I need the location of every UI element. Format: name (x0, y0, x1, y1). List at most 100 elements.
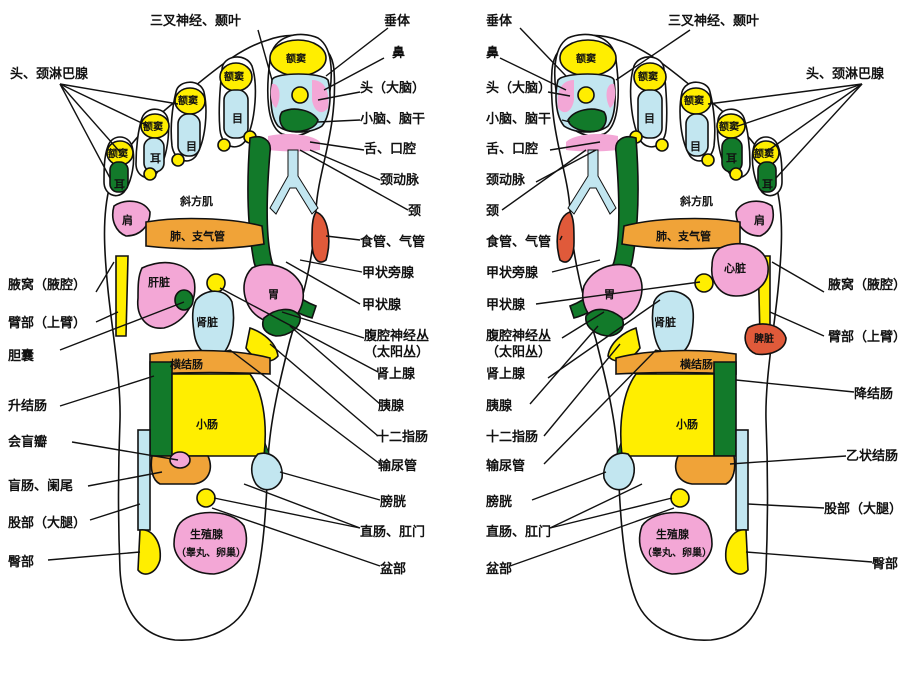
left-zone-ear: 耳 (150, 152, 161, 165)
left-zone-eye-2: 目 (186, 140, 197, 153)
right-ear-dot-b (729, 167, 743, 181)
left-toe2-stem (223, 89, 249, 139)
right-label-thyroid: 甲状腺 (486, 297, 526, 313)
left-label-solar: （太阳丛） (364, 344, 429, 360)
right-label-rectum: 直肠、肛门 (486, 524, 551, 540)
right-label-adrenal: 肾上腺 (486, 366, 526, 382)
left-label-duodenum: 十二指肠 (376, 429, 428, 445)
left-brain-pink-b (270, 83, 280, 108)
left-label-pituitary: 垂体 (384, 13, 411, 29)
right-foot: 额窦 额窦 额窦 额窦 额窦 目 目 耳 耳 斜方肌 肩 肺、支气管 心脏 胃 … (485, 13, 906, 641)
left-label-celiac: 腹腔神经丛 (364, 328, 429, 344)
right-trachea (567, 149, 617, 215)
right-label-cerebellum: 小脑、脑干 (486, 111, 551, 127)
left-label-armpit: 腋窝（腋腔） (8, 277, 86, 293)
left-zone-sinus: 额窦 (286, 52, 306, 65)
right-label-esophagus: 食管、气管 (486, 234, 551, 250)
right-zone-sinus-3: 额窦 (684, 94, 704, 107)
left-leader-lines (47, 27, 409, 567)
left-label-trigeminal: 三叉神经、颞叶 (150, 13, 241, 29)
left-neck-zone (268, 134, 320, 152)
left-ileocecal-dot (169, 451, 191, 469)
right-shoulder-zone (735, 200, 775, 237)
right-label-head-lymph: 头、颈淋巴腺 (806, 66, 885, 82)
left-zone-small-intestine: 小肠 (195, 417, 218, 431)
left-zone-trapezius: 斜方肌 (179, 194, 213, 208)
left-zone-sinus-4: 额窦 (143, 120, 163, 133)
right-zone-eye: 目 (644, 112, 655, 125)
right-zone-sinus-4: 额窦 (719, 120, 739, 133)
left-label-esophagus: 食管、气管 (360, 234, 425, 250)
right-label-pancreas: 胰腺 (486, 398, 513, 414)
right-eye-dot-b (655, 138, 669, 152)
right-zone-lung: 肺、支气管 (656, 229, 711, 243)
right-heart-zone (711, 242, 769, 297)
left-zone-liver: 肝脏 (148, 275, 170, 289)
right-lung-zone (621, 217, 741, 250)
right-descending-colon (713, 361, 737, 457)
left-brain-pink (312, 80, 329, 113)
left-cecum-zone (150, 455, 212, 485)
right-label-duodenum: 十二指肠 (486, 429, 538, 445)
right-label-parathyroid: 甲状旁腺 (486, 265, 539, 281)
left-liver-zone (137, 261, 196, 329)
right-rectum-dot (670, 488, 690, 508)
right-zone-heart: 心脏 (724, 261, 746, 275)
left-zone-reproductive: 生殖腺 (190, 527, 224, 541)
right-buttock-zone (724, 529, 749, 575)
left-zone-reproductive-sub: （睾丸、卵巢） (176, 546, 246, 559)
left-zone-stomach: 胃 (268, 288, 279, 301)
right-reproductive-zone (638, 511, 713, 575)
left-label-bladder: 膀胱 (379, 494, 406, 510)
right-label-bladder: 膀胱 (485, 494, 512, 510)
right-esophagus-zone (556, 211, 575, 263)
left-zone-sinus-3: 额窦 (178, 94, 198, 107)
left-label-thyroid: 甲状腺 (362, 297, 402, 313)
right-zone-reproductive-sub: （睾丸、卵巢） (642, 546, 712, 559)
left-zone-eye: 目 (232, 112, 243, 125)
right-transverse-colon (615, 349, 737, 375)
right-zone-ear: 耳 (726, 152, 737, 165)
left-zone-shoulder: 肩 (122, 213, 133, 227)
right-label-ureter: 输尿管 (486, 458, 525, 474)
right-label-brain: 头（大脑） (486, 80, 551, 96)
right-zone-sinus: 额窦 (576, 52, 596, 65)
left-label-ileocecal: 会盲瓣 (8, 434, 47, 450)
right-zone-spleen: 脾脏 (754, 332, 774, 345)
right-zone-ear-2: 耳 (762, 178, 773, 191)
right-zone-kidney: 肾脏 (654, 315, 676, 329)
left-cerebellum-zone (279, 108, 319, 133)
right-zone-transverse: 横结肠 (680, 357, 713, 371)
left-label-thigh: 股部（大腿） (8, 515, 86, 531)
left-zone-ear-2: 耳 (114, 178, 125, 191)
right-toe3-stem (685, 113, 709, 157)
left-label-ureter: 输尿管 (378, 458, 417, 474)
left-label-buttock: 臀部 (8, 554, 34, 570)
left-zone-lung: 肺、支气管 (170, 229, 225, 243)
left-trachea (269, 149, 319, 215)
right-label-upper-arm: 臂部（上臂） (828, 329, 906, 345)
left-shoulder-zone (111, 200, 151, 237)
left-small-intestine (171, 373, 267, 457)
left-label-pelvis: 盆部 (379, 561, 406, 577)
right-label-pituitary: 垂体 (486, 13, 513, 29)
right-label-nose: 鼻 (486, 45, 499, 61)
left-pituitary-dot (291, 86, 309, 104)
left-esophagus-zone (311, 211, 330, 263)
right-label-carotid: 颈动脉 (486, 172, 526, 188)
left-label-neck: 颈 (408, 204, 421, 219)
left-label-ascending-colon: 升结肠 (8, 398, 47, 414)
right-zone-shoulder: 肩 (754, 213, 765, 227)
right-label-buttock: 臀部 (872, 556, 898, 572)
right-label-tongue: 舌、口腔 (486, 141, 538, 157)
right-zone-sinus-2: 额窦 (638, 70, 658, 83)
right-label-neck: 颈 (486, 204, 499, 219)
right-ear-dot-a (701, 153, 715, 167)
left-zone-sinus-5: 额窦 (108, 147, 128, 160)
right-zone-eye-2: 目 (690, 140, 701, 153)
right-zone-small-intestine: 小肠 (675, 417, 698, 431)
left-thigh-zone (137, 429, 151, 531)
left-zone-sinus-2: 额窦 (224, 70, 244, 83)
left-buttock-zone (137, 529, 162, 575)
